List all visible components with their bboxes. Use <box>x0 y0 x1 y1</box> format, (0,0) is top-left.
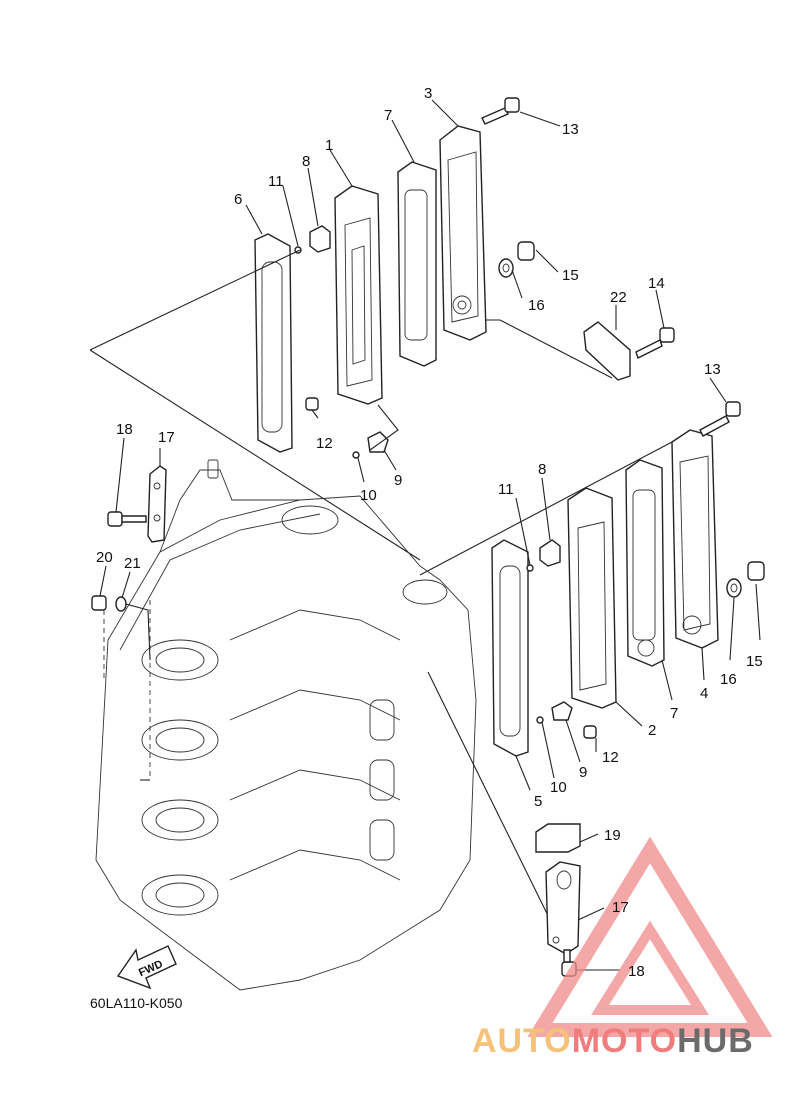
left-bracket-parts <box>91 465 167 661</box>
callout-12b: 12 <box>602 749 619 766</box>
diagram-code: 60LA110-K050 <box>90 995 183 1011</box>
callout-7b: 7 <box>670 705 678 722</box>
callout-21: 21 <box>124 555 141 572</box>
callout-20: 20 <box>96 549 113 566</box>
lower-bracket-parts <box>535 823 581 977</box>
watermark-hub: HUB <box>677 1022 754 1060</box>
watermark-text: AUTOMOTOHUB <box>472 1022 754 1060</box>
callout-7a: 7 <box>384 107 392 124</box>
callout-labels: 1 2 3 4 5 6 7 7 8 8 9 9 10 10 11 11 12 1… <box>96 85 763 980</box>
callout-16b: 16 <box>720 671 737 688</box>
callout-18b: 18 <box>628 963 645 980</box>
callout-22: 22 <box>610 289 627 306</box>
callout-11a: 11 <box>268 173 284 190</box>
callout-10a: 10 <box>360 487 377 504</box>
callout-9b: 9 <box>579 764 587 781</box>
fwd-arrow-icon: FWD <box>116 945 177 990</box>
callout-11b: 11 <box>498 481 514 498</box>
callout-4: 4 <box>700 685 708 702</box>
callout-8b: 8 <box>538 461 546 478</box>
callout-1: 1 <box>325 137 333 154</box>
callout-2: 2 <box>648 722 656 739</box>
callout-13b: 13 <box>704 361 721 378</box>
callout-15a: 15 <box>562 267 579 284</box>
callout-3: 3 <box>424 85 432 102</box>
lower-cover-assembly <box>419 401 765 757</box>
callout-16a: 16 <box>528 297 545 314</box>
upper-cover-assembly <box>89 97 675 561</box>
callout-5: 5 <box>534 793 542 810</box>
callout-12a: 12 <box>316 435 333 452</box>
callout-15b: 15 <box>746 653 763 670</box>
callout-14: 14 <box>648 275 665 292</box>
callout-18a: 18 <box>116 421 133 438</box>
callout-17b: 17 <box>612 899 629 916</box>
watermark-auto: AUTO <box>472 1022 572 1060</box>
callout-19: 19 <box>604 827 621 844</box>
callout-6: 6 <box>234 191 242 208</box>
watermark-logo <box>527 836 773 1037</box>
callout-9a: 9 <box>394 472 402 489</box>
callout-13a: 13 <box>562 121 579 138</box>
callout-17a: 17 <box>158 429 175 446</box>
callout-10b: 10 <box>550 779 567 796</box>
cylinder-block <box>95 459 561 991</box>
watermark-moto: MOTO <box>572 1022 677 1060</box>
callout-8a: 8 <box>302 153 310 170</box>
